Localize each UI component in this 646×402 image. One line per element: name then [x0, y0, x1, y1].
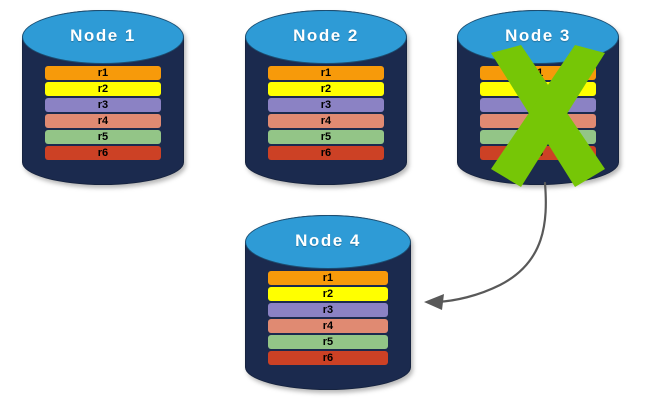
node-3-cylinder-top: Node 3	[457, 10, 619, 64]
node-4-record-list: r1 r2 r3 r4 r5 r6	[268, 271, 388, 365]
record-r4[interactable]: r4	[479, 114, 597, 128]
record-r4[interactable]: r4	[267, 114, 385, 128]
node-3[interactable]: Node 3 r1 r2 r3 r4 r5 r6	[457, 10, 619, 185]
node-3-record-list: r1 r2 r3 r4 r5 r6	[479, 66, 597, 160]
record-r2[interactable]: r2	[44, 82, 162, 96]
record-r4[interactable]: r4	[44, 114, 162, 128]
record-r3[interactable]: r3	[44, 98, 162, 112]
record-r3[interactable]: r3	[268, 303, 388, 317]
record-r6[interactable]: r6	[267, 146, 385, 160]
record-r2[interactable]: r2	[267, 82, 385, 96]
record-r5[interactable]: r5	[267, 130, 385, 144]
record-r1[interactable]: r1	[44, 66, 162, 80]
node-1-title: Node 1	[70, 26, 136, 45]
record-r2[interactable]: r2	[479, 82, 597, 96]
node-4-cylinder-top: Node 4	[245, 215, 411, 269]
record-r3[interactable]: r3	[479, 98, 597, 112]
node-2-cylinder-top: Node 2	[245, 10, 407, 64]
node-1-record-list: r1 r2 r3 r4 r5 r6	[44, 66, 162, 160]
record-r2[interactable]: r2	[268, 287, 388, 301]
record-r4[interactable]: r4	[268, 319, 388, 333]
node-3-title: Node 3	[505, 26, 571, 45]
record-r1[interactable]: r1	[267, 66, 385, 80]
record-r5[interactable]: r5	[479, 130, 597, 144]
node-1[interactable]: Node 1 r1 r2 r3 r4 r5 r6	[22, 10, 184, 185]
record-r6[interactable]: r6	[44, 146, 162, 160]
node-4-title: Node 4	[295, 231, 361, 250]
record-r6[interactable]: r6	[479, 146, 597, 160]
record-r1[interactable]: r1	[479, 66, 597, 80]
node-1-cylinder-top: Node 1	[22, 10, 184, 64]
arrowhead-icon	[424, 294, 444, 310]
node-2[interactable]: Node 2 r1 r2 r3 r4 r5 r6	[245, 10, 407, 185]
record-r5[interactable]: r5	[44, 130, 162, 144]
node-2-title: Node 2	[293, 26, 359, 45]
record-r6[interactable]: r6	[268, 351, 388, 365]
node-4[interactable]: Node 4 r1 r2 r3 r4 r5 r6	[245, 215, 411, 390]
record-r1[interactable]: r1	[268, 271, 388, 285]
node-2-record-list: r1 r2 r3 r4 r5 r6	[267, 66, 385, 160]
record-r5[interactable]: r5	[268, 335, 388, 349]
record-r3[interactable]: r3	[267, 98, 385, 112]
